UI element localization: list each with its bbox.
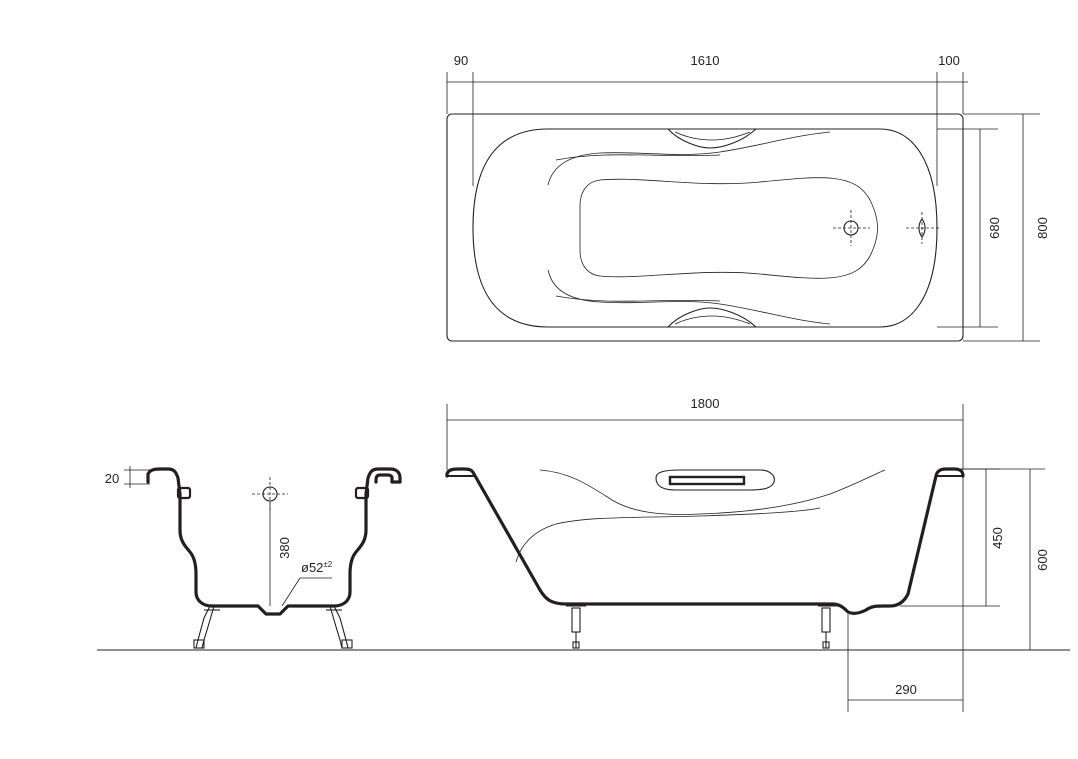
side-view-handle-bar <box>668 475 746 486</box>
end-view-shell <box>146 467 402 616</box>
dim-top-left-margin: 90 <box>454 53 468 68</box>
end-view: 20 380 ø52±2 <box>105 466 402 649</box>
end-view-drain-icon <box>252 477 288 511</box>
top-view-handle-lower <box>667 307 757 328</box>
side-view-shell <box>445 467 965 615</box>
side-view-leg-right <box>818 605 838 649</box>
overflow-icon <box>906 212 940 244</box>
dim-inner-width: 680 <box>987 217 1002 239</box>
dim-drain-diameter: ø52±2 <box>301 560 333 575</box>
end-view-leg-right <box>326 605 353 649</box>
top-view-armrest-lower <box>547 269 831 325</box>
dim-total-height: 600 <box>1035 549 1050 571</box>
top-view: 90 1610 100 680 800 <box>446 53 1050 342</box>
side-view-handle <box>655 469 775 491</box>
end-view-leg-left <box>193 605 220 649</box>
dim-total-length: 1800 <box>691 396 720 411</box>
dim-leg-offset: 290 <box>895 682 917 697</box>
side-view-contour-1 <box>539 469 886 515</box>
top-view-armrest-upper <box>547 131 831 186</box>
top-view-handle-upper <box>667 128 757 149</box>
end-view-handle-right <box>354 486 370 500</box>
dim-depth: 450 <box>990 527 1005 549</box>
dim-rim-height: 20 <box>105 471 119 486</box>
dim-top-right-margin: 100 <box>938 53 960 68</box>
side-view-leg-left <box>566 605 586 649</box>
top-view-lounge-contour <box>579 177 878 279</box>
drain-icon <box>833 210 870 246</box>
dim-top-inner-length: 1610 <box>691 53 720 68</box>
top-view-inner-basin <box>472 128 938 328</box>
side-view-contour-2 <box>515 507 821 563</box>
dim-drain-height: 380 <box>277 537 292 559</box>
dim-outer-width: 800 <box>1035 217 1050 239</box>
side-view: 1800 450 600 290 <box>445 396 1050 712</box>
top-view-outer-rim <box>446 113 964 342</box>
end-view-handle-left <box>176 486 192 500</box>
